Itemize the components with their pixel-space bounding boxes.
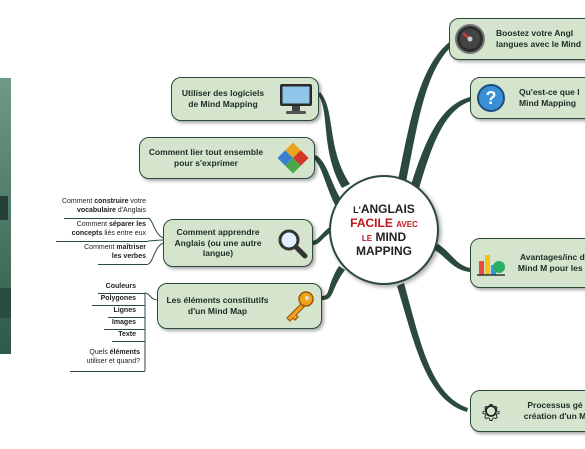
node-label: Comment lier tout ensemble pour s'exprim… (148, 147, 264, 168)
leaf-texte: Texte (118, 331, 136, 338)
left-edge-block (0, 288, 11, 318)
leaf-underline (98, 293, 145, 294)
magnifier-icon (272, 227, 312, 259)
chart-icon (471, 247, 511, 279)
puzzle-icon (272, 141, 314, 175)
node-label: Avantages/inc du Mind M pour les la (517, 252, 585, 273)
node-label: Processus gé création d'un M (523, 400, 585, 421)
leaf-maitriser: Comment maîtriser les verbes (84, 244, 146, 260)
key-icon (277, 289, 321, 323)
leaf-couleurs: Couleurs (105, 283, 136, 290)
speedometer-icon (450, 23, 490, 55)
leaf-connector (147, 217, 166, 239)
node-comment-apprendre[interactable]: Comment apprendre Anglais (ou une autre … (163, 219, 313, 267)
node-processus[interactable]: Processus gé création d'un M (470, 390, 585, 432)
gear-icon (471, 396, 511, 426)
leaf-connector (144, 292, 159, 371)
leaf-underline (56, 241, 148, 242)
leaf-construire: Comment construire votre vocabulaire d'A… (61, 198, 146, 214)
monitor-icon (274, 82, 318, 116)
connector-processus (397, 283, 468, 412)
leaf-lignes: Lignes (113, 307, 136, 314)
node-label: Utiliser des logiciels de Mind Mapping (181, 88, 265, 109)
leaf-underline (98, 264, 148, 265)
connector-elements (322, 266, 345, 300)
connector-boostez (398, 38, 457, 182)
leaf-underline (64, 218, 148, 219)
leaf-underline (112, 341, 145, 342)
leaf-polygones: Polygones (100, 295, 136, 302)
node-label: Les éléments constitutifs d'un Mind Map (166, 295, 269, 316)
connector-apprendre (312, 226, 331, 245)
node-comment-lier[interactable]: Comment lier tout ensemble pour s'exprim… (139, 137, 315, 179)
question-icon: ? (471, 82, 511, 114)
central-topic[interactable]: L'ANGLAIS FACILE AVEC LE MIND MAPPING (329, 175, 439, 285)
center-line-2: FACILE AVEC (350, 216, 418, 230)
center-line-1: L'ANGLAIS (353, 202, 415, 216)
node-label: Comment apprendre Anglais (ou une autre … (174, 227, 262, 259)
node-utiliser-logiciels[interactable]: Utiliser des logiciels de Mind Mapping (171, 77, 319, 121)
center-line-3: LE MIND (361, 230, 407, 244)
node-boostez[interactable]: Boostez votre Angl langues avec le Mind (449, 18, 585, 60)
leaf-underline (108, 317, 145, 318)
node-elements-constitutifs[interactable]: Les éléments constitutifs d'un Mind Map (157, 283, 322, 329)
connector-lier (313, 155, 342, 205)
node-avantages[interactable]: Avantages/inc du Mind M pour les la (470, 238, 585, 288)
leaf-underline (92, 305, 145, 306)
left-edge-block (0, 196, 8, 220)
leaf-connector (147, 242, 166, 265)
leaf-connector (147, 239, 166, 242)
svg-text:?: ? (486, 88, 497, 108)
left-edge-panel (0, 78, 11, 354)
connector-questce (410, 97, 471, 192)
leaf-images: Images (111, 319, 136, 326)
node-questce[interactable]: ? Qu'est-ce que l Mind Mapping (470, 77, 585, 119)
leaf-quels-elements: Quels éléments utiliser et quand? (86, 349, 140, 365)
node-label: Boostez votre Angl langues avec le Mind (496, 28, 582, 49)
leaf-underline (70, 371, 145, 372)
connector-logiciels (318, 92, 350, 188)
leaf-underline (104, 329, 145, 330)
connector-avantages (433, 243, 470, 272)
node-label: Qu'est-ce que l Mind Mapping (519, 87, 580, 108)
center-line-4: MAPPING (355, 244, 412, 258)
leaf-separer: Comment séparer les concepts liés entre … (71, 221, 146, 237)
